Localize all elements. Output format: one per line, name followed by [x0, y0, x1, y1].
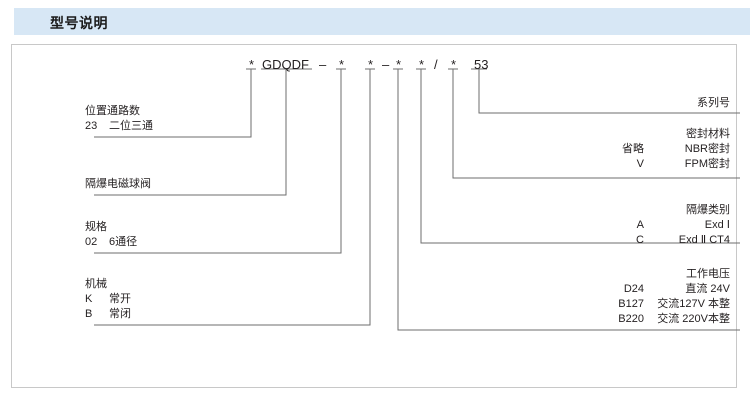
label-row: 23 二位三通: [85, 119, 153, 134]
label-position-channel-count: 位置通路数 23 二位三通: [85, 104, 153, 134]
label-row: C Exd Ⅱ CT4: [440, 233, 730, 248]
label-row: B220 交流 220V本整: [420, 312, 730, 327]
code-token: *: [419, 57, 425, 72]
label-desc: 交流 220V本整: [657, 313, 730, 325]
label-desc: 6通径: [109, 236, 138, 248]
label-desc: 直流 24V: [685, 283, 730, 295]
label-title: 隔爆类别: [686, 204, 730, 216]
label-code: D24: [623, 283, 644, 295]
page-title: 型号说明: [50, 15, 108, 31]
label-explosion-proof-solenoid-ball-valve: 隔爆电磁球阀: [85, 177, 151, 192]
leader-specification: [94, 69, 342, 254]
model-code-panel: [11, 44, 737, 388]
label-desc: Exd Ⅰ: [704, 219, 730, 231]
label-desc: 常开: [109, 293, 131, 305]
label-desc: 交流127V 本整: [657, 298, 730, 310]
label-code: 02: [85, 236, 98, 248]
label-code: C: [636, 234, 644, 246]
label-desc: 常闭: [109, 308, 131, 320]
label-row: K 常开: [85, 292, 131, 307]
code-token: GDQDF: [262, 57, 309, 72]
code-token: –: [382, 57, 390, 72]
code-token: *: [249, 57, 255, 72]
label-desc: FPM密封: [684, 158, 730, 170]
label-row: A Exd Ⅰ: [440, 218, 730, 233]
label-specification: 规格 02 6通径: [85, 220, 137, 250]
label-mechanical: 机械 K 常开 B 常闭: [85, 277, 131, 322]
label-title: 机械: [85, 278, 107, 290]
label-series-number: 系列号: [440, 96, 730, 111]
label-title: 密封材料: [686, 128, 730, 140]
leader-ball-valve: [94, 69, 287, 196]
label-row: D24 直流 24V: [420, 282, 730, 297]
code-token: 53: [474, 57, 489, 72]
label-explosion-proof-category: 隔爆类别 A Exd Ⅰ C Exd Ⅱ CT4: [440, 203, 730, 248]
leader-explosion-category: [420, 69, 740, 244]
label-row: B 常闭: [85, 307, 131, 322]
label-working-voltage: 工作电压 D24 直流 24V B127 交流127V 本整 B220 交流 220V…: [420, 267, 730, 327]
code-token: *: [451, 57, 457, 72]
leader-working-voltage: [397, 69, 740, 331]
label-code: K: [85, 293, 93, 305]
code-token: *: [368, 57, 374, 72]
label-code: B: [85, 308, 93, 320]
label-title: 隔爆电磁球阀: [85, 178, 151, 190]
label-row: 省略 NBR密封: [440, 142, 730, 157]
label-code: B127: [618, 298, 644, 310]
label-row: 02 6通径: [85, 235, 137, 250]
leader-series-number: [478, 69, 740, 114]
label-desc: NBR密封: [684, 143, 730, 155]
label-desc: 二位三通: [109, 120, 153, 132]
label-code: 省略: [622, 143, 644, 155]
label-code: 23: [85, 120, 98, 132]
leader-position-channel: [94, 69, 252, 138]
label-code: V: [636, 158, 644, 170]
label-sealing-material: 密封材料 省略 NBR密封 V FPM密封: [440, 127, 730, 172]
leader-sealing-material: [452, 69, 740, 179]
label-code: A: [636, 219, 644, 231]
label-title: 系列号: [697, 97, 730, 109]
code-token: –: [319, 57, 327, 72]
label-desc: Exd Ⅱ CT4: [678, 234, 730, 246]
section-header: 型号说明: [14, 8, 750, 35]
label-title: 位置通路数: [85, 105, 140, 117]
label-row: V FPM密封: [440, 157, 730, 172]
label-code: B220: [618, 313, 644, 325]
label-title: 规格: [85, 221, 107, 233]
code-token: *: [396, 57, 402, 72]
label-title: 工作电压: [686, 268, 730, 280]
code-token: *: [339, 57, 345, 72]
label-row: B127 交流127V 本整: [420, 297, 730, 312]
leader-mechanical: [94, 69, 371, 326]
code-token: /: [434, 57, 438, 72]
